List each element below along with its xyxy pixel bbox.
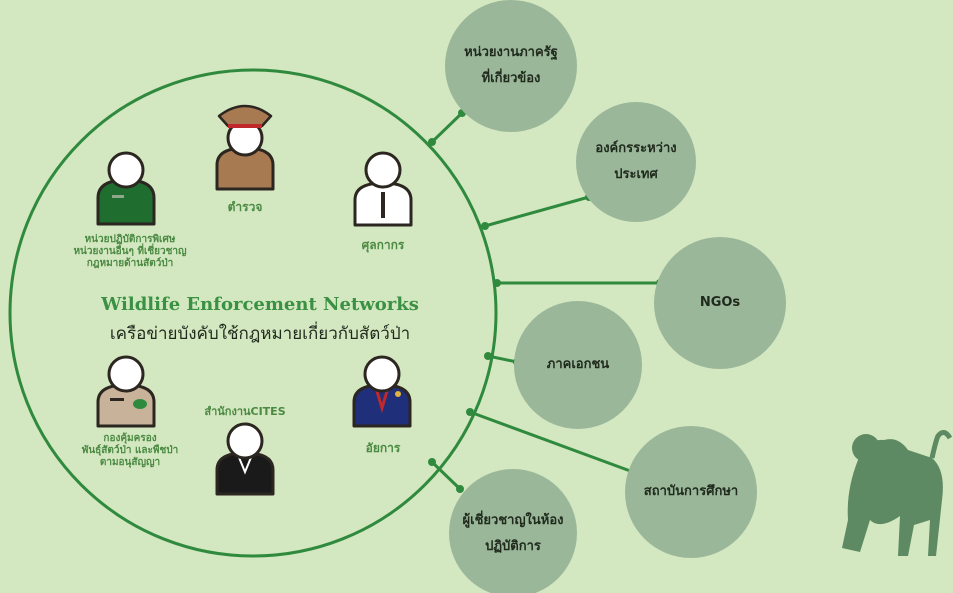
customs-icon (353, 151, 413, 227)
prosecutor-icon (352, 355, 412, 428)
officer-icon (96, 151, 156, 226)
diagram-title-en: Wildlife Enforcement Networks (101, 294, 419, 315)
node-private-sector (514, 301, 642, 429)
diagram-title-th: เครือข่ายบังคับใช้กฎหมายเกี่ยวกับสัตว์ป่… (109, 324, 411, 344)
node-label-ngo: NGOs (699, 295, 741, 310)
node-label-private: ภาคเอกชน (546, 357, 610, 372)
connector-intl (484, 195, 590, 228)
connector-edu (469, 410, 634, 474)
connector-gov (430, 111, 464, 144)
label-police: ตำรวจ (227, 200, 263, 214)
ranger-icon (96, 355, 156, 428)
monkey-silhouette-icon (842, 430, 953, 556)
label-prosecutor: อัยการ (365, 441, 401, 455)
node-label-education: สถาบันการศึกษา (643, 484, 739, 499)
node-education (625, 426, 757, 558)
label-special-ops: หน่วยปฏิบัติการพิเศษ หน่วยงานอื่นๆ ที่เช… (73, 234, 187, 269)
label-cites-office: สำนักงานCITES (204, 405, 286, 418)
connector-lab (430, 460, 462, 491)
police-icon (215, 104, 275, 191)
node-label-lab: ผู้เชี่ยวชาญในห้อง ปฏิบัติการ (462, 513, 564, 554)
node-gov-agencies (445, 0, 577, 132)
node-lab-experts (449, 469, 577, 593)
network-circle (8, 68, 498, 558)
node-ngos (654, 237, 786, 369)
cites-officer-icon (215, 422, 275, 496)
node-label-intl: องค์กรระหว่าง ประเทศ (595, 141, 677, 182)
node-intl-orgs (576, 102, 696, 222)
label-customs: ศุลกากร (361, 238, 405, 252)
node-label-gov: หน่วยงานภาครัฐ ที่เกี่ยวข้อง (464, 45, 558, 86)
label-wildlife-protection: กองคุ้มครอง พันธุ์สัตว์ป่า และพืชป่า ตาม… (81, 433, 179, 468)
